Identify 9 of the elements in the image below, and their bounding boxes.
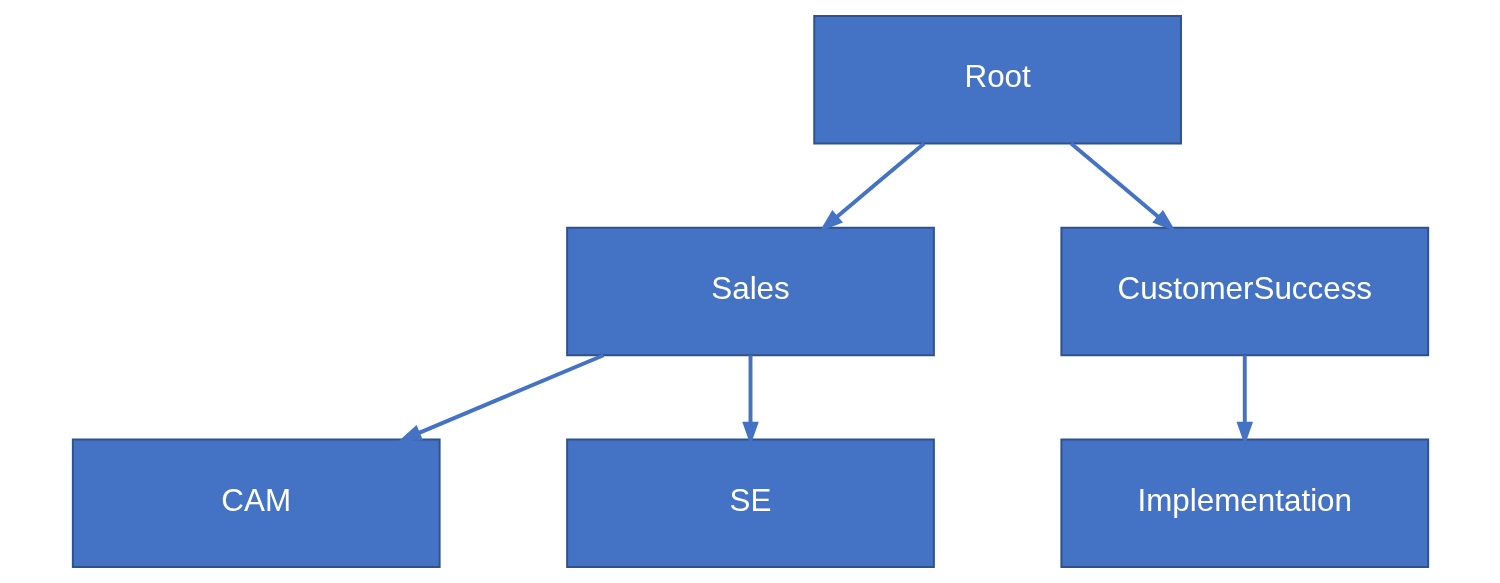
- node-box: Implementation: [1059, 438, 1429, 569]
- node-box: CAM: [71, 438, 441, 569]
- arrow: [819, 141, 925, 232]
- arrow: [1069, 141, 1176, 232]
- node-box: SE: [565, 438, 935, 569]
- node-box: CustomerSuccess: [1059, 226, 1429, 357]
- arrow: [397, 353, 604, 442]
- node-box: Sales: [565, 226, 935, 357]
- node-box: Root: [812, 14, 1182, 145]
